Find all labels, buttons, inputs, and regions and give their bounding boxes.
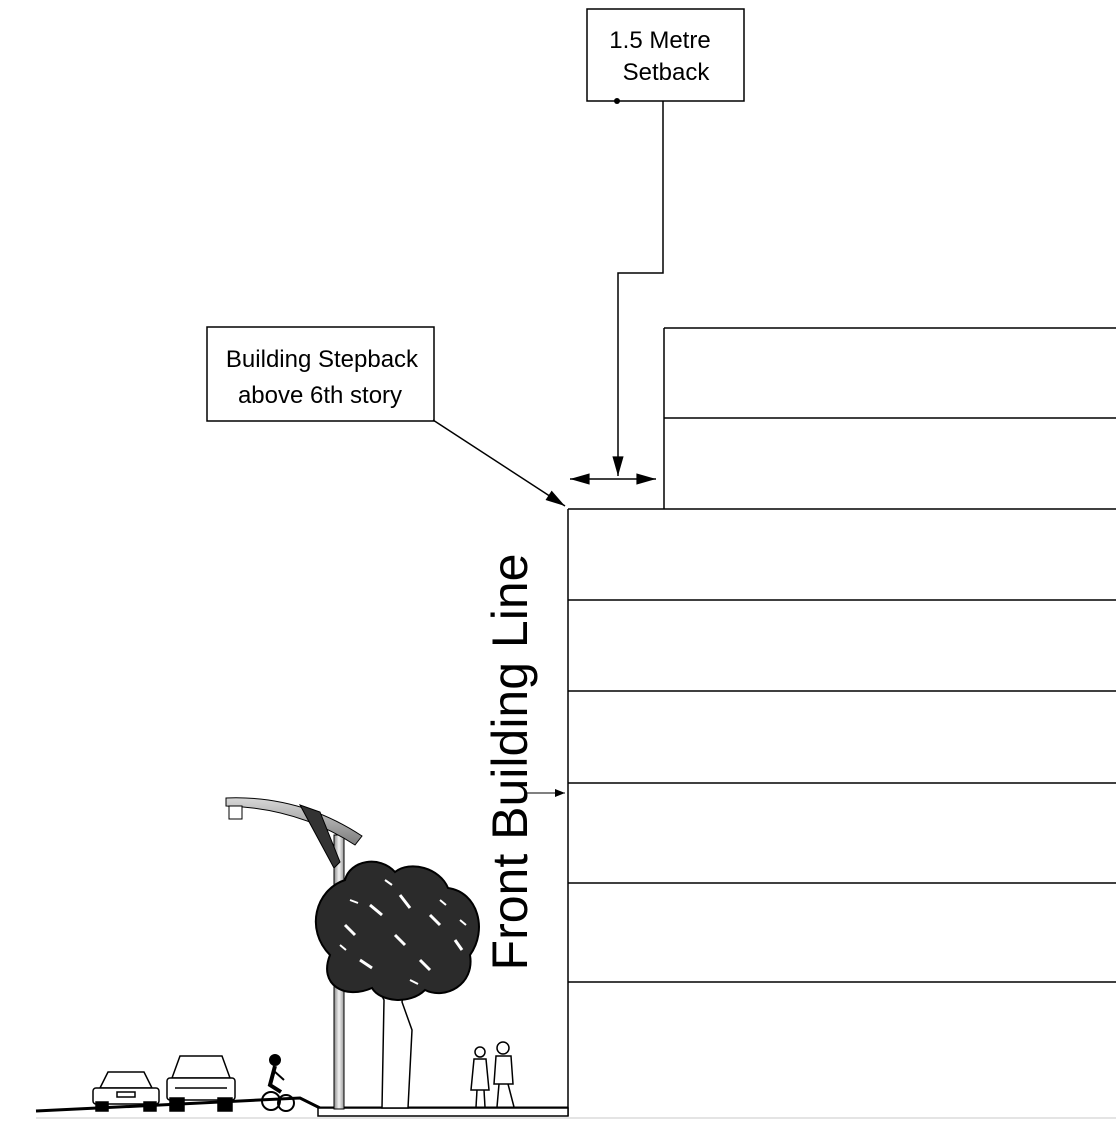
stepback-label-line2: above 6th story xyxy=(238,382,402,409)
setback-callout: 1.5 Metre Setback xyxy=(586,8,745,476)
setback-label-line2: Setback xyxy=(623,59,711,86)
stepback-callout: Building Stepback above 6th story xyxy=(206,326,566,507)
pickup-truck-icon xyxy=(166,1055,236,1112)
building-upper-block xyxy=(663,327,1116,509)
building-lower-block xyxy=(567,508,1116,1116)
ground-line xyxy=(35,1096,1116,1119)
tree-icon xyxy=(314,860,480,1109)
cyclist-icon xyxy=(261,1054,295,1112)
svg-text:Front Building Line: Front Building Line xyxy=(482,554,538,971)
setback-label-line1: 1.5 Metre xyxy=(609,27,710,54)
pedestrian-couple-icon xyxy=(470,1041,515,1108)
car-icon xyxy=(92,1071,160,1112)
front-building-line-label: Front Building Line xyxy=(482,554,565,971)
stepback-label-line1: Building Stepback xyxy=(226,346,419,373)
